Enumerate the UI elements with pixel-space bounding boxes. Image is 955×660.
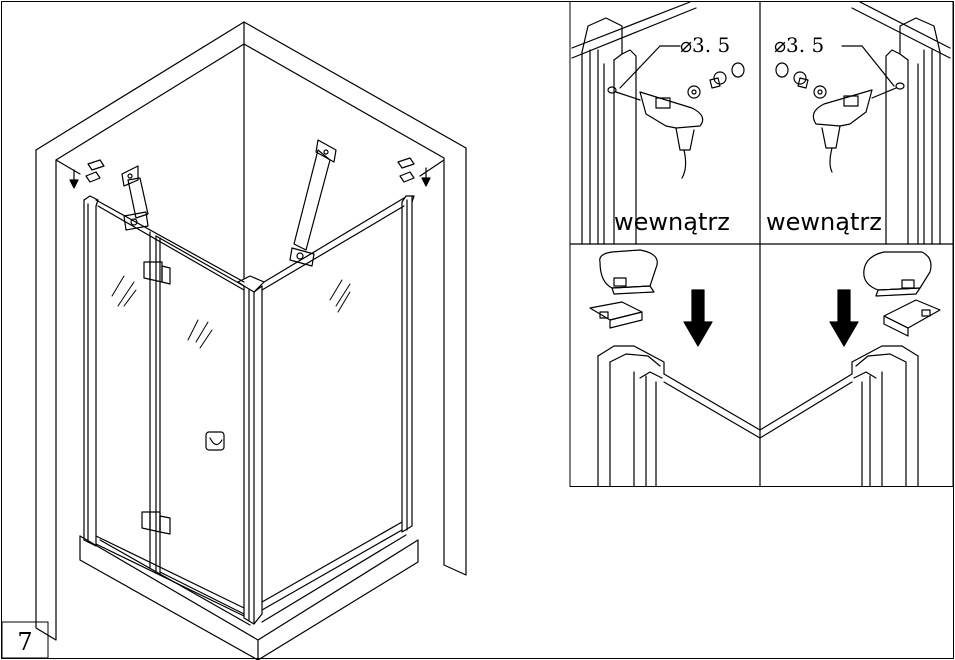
step-number: 7 bbox=[17, 628, 32, 656]
bottom-rails bbox=[95, 521, 403, 617]
hinge-icon bbox=[143, 261, 171, 285]
wall-profile-left bbox=[83, 195, 99, 547]
arrow-down-icon bbox=[69, 169, 79, 189]
screw-icon bbox=[775, 62, 827, 99]
detail-inset: ⌀3. 5 wewnątrz bbox=[569, 0, 954, 487]
cap-icon bbox=[85, 159, 105, 183]
arrow-down-icon bbox=[421, 167, 431, 187]
detail-top-left bbox=[571, 1, 745, 245]
side-label-right: wewnątrz bbox=[766, 208, 882, 236]
hinge-icon bbox=[141, 511, 171, 535]
bracket-icon bbox=[289, 139, 337, 267]
handle-icon bbox=[205, 431, 225, 451]
arrow-down-icon bbox=[829, 289, 859, 347]
corner-post bbox=[237, 275, 265, 625]
cap-icon bbox=[599, 249, 658, 295]
detail-bottom-right bbox=[759, 251, 941, 487]
top-rails bbox=[95, 197, 405, 291]
cap-icon bbox=[883, 299, 941, 337]
detail-top-right bbox=[775, 1, 951, 245]
detail-bottom-left bbox=[589, 249, 761, 487]
step-number-box bbox=[1, 621, 49, 659]
arrow-down-icon bbox=[683, 289, 713, 347]
drill-icon bbox=[812, 82, 905, 173]
wall-profile-right bbox=[401, 195, 415, 533]
screw-icon bbox=[687, 62, 745, 99]
walls bbox=[35, 21, 467, 641]
side-label-left: wewnątrz bbox=[614, 208, 730, 236]
drill-label-right: ⌀3. 5 bbox=[774, 33, 824, 57]
shower-tray bbox=[79, 534, 419, 660]
door-panel bbox=[149, 231, 245, 615]
bracket-icon bbox=[121, 165, 149, 231]
cap-icon bbox=[863, 251, 932, 297]
cap-icon bbox=[397, 157, 415, 183]
cap-icon bbox=[589, 301, 643, 329]
glass-reflections bbox=[111, 275, 351, 349]
drill-label-left: ⌀3. 5 bbox=[680, 33, 730, 57]
drill-icon bbox=[607, 86, 704, 179]
